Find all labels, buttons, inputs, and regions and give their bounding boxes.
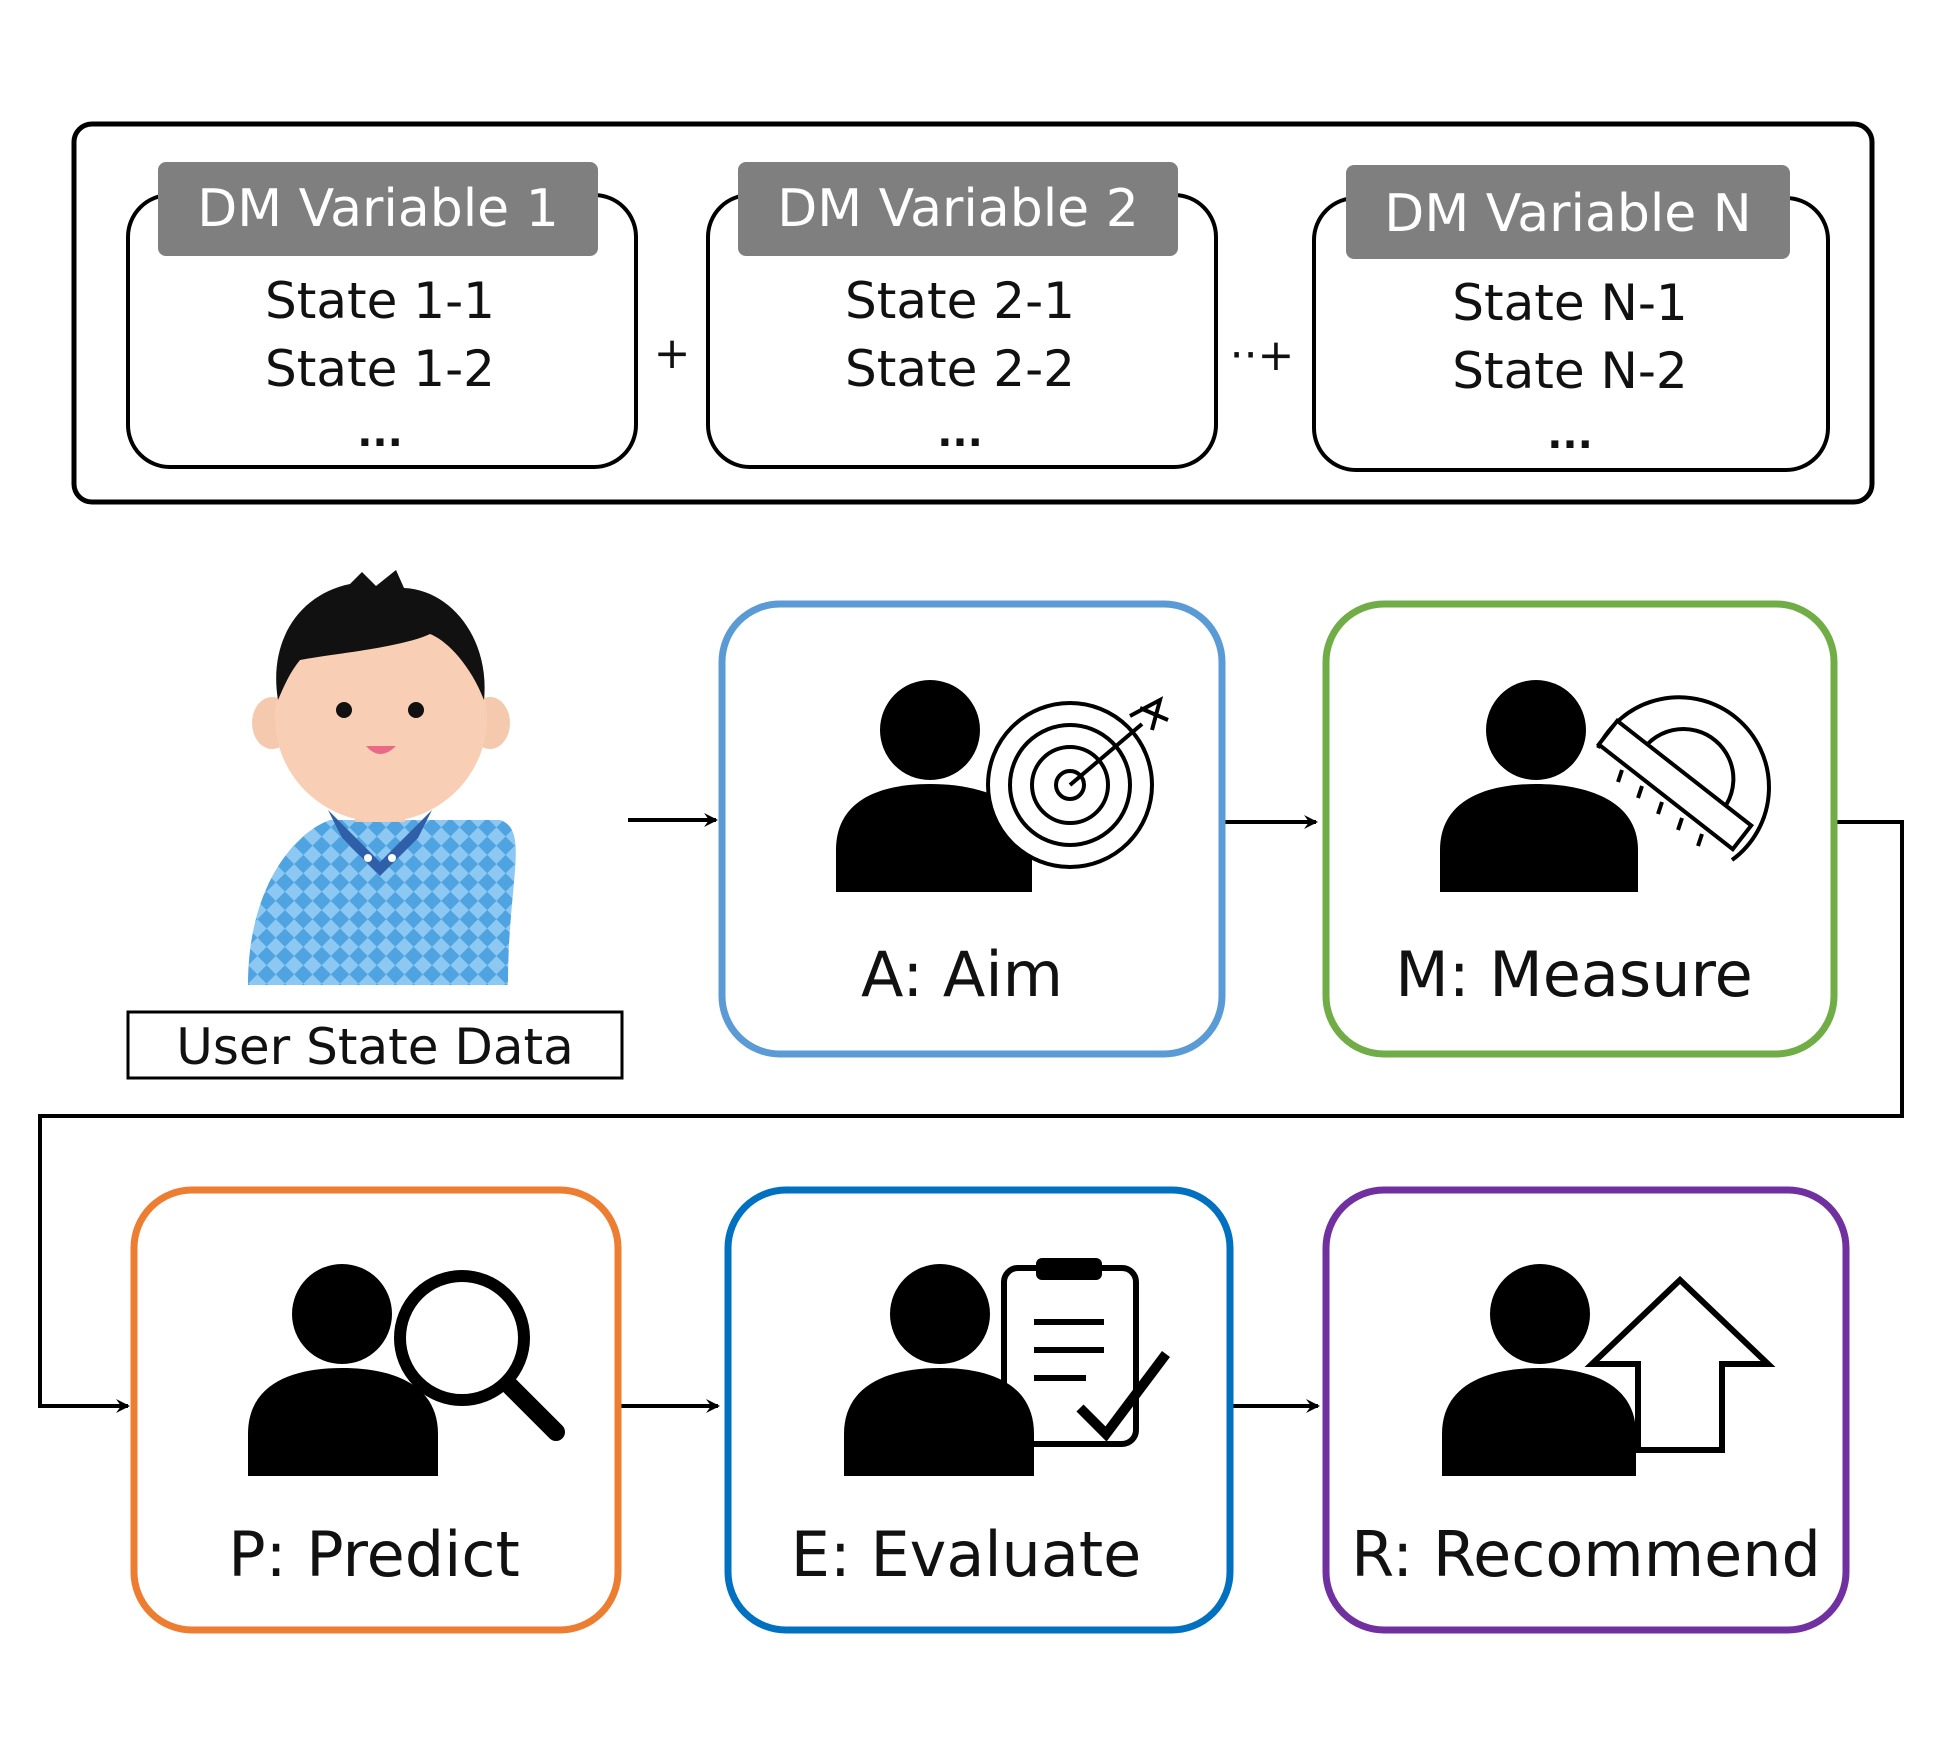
step-predict: P: Predict	[130, 1186, 622, 1634]
variables-container	[71, 121, 1875, 505]
dm-variable-card: DM Variable 2 State 2-1 State 2-2 ...	[706, 162, 1218, 469]
step-label: P: Predict	[228, 1518, 520, 1591]
variable-title: DM Variable 1	[197, 179, 559, 239]
step-aim: A: Aim	[718, 600, 1226, 1058]
more-states: ...	[937, 410, 983, 456]
step-evaluate: E: Evaluate	[724, 1186, 1234, 1634]
variable-header	[738, 162, 1178, 256]
ellipsis-plus-operator: ··+	[1230, 330, 1295, 381]
user-avatar-icon	[248, 570, 516, 985]
person-icon	[836, 680, 1032, 892]
protractor-icon	[1595, 695, 1771, 862]
variable-title: DM Variable N	[1384, 184, 1751, 244]
step-label: E: Evaluate	[791, 1518, 1142, 1591]
user-state-label: User State Data	[176, 1018, 574, 1076]
step-label: A: Aim	[861, 938, 1063, 1011]
step-label: M: Measure	[1395, 938, 1753, 1011]
dm-variable-card: DM Variable 1 State 1-1 State 1-2 ...	[126, 162, 638, 469]
user-label-box	[126, 1010, 624, 1080]
dm-variable-card: DM Variable N State N-1 State N-2 ...	[1312, 165, 1830, 472]
step-recommend: R: Recommend	[1322, 1186, 1850, 1634]
state-item: State N-2	[1452, 342, 1688, 400]
target-icon	[986, 696, 1169, 869]
plus-operator: +	[654, 328, 691, 379]
flow-connectors	[38, 813, 1904, 1413]
person-icon	[1440, 680, 1638, 892]
variable-title: DM Variable 2	[777, 179, 1139, 239]
state-item: State 1-1	[265, 272, 495, 330]
magnifier-icon	[394, 1270, 565, 1441]
clipboard-check-icon	[1001, 1258, 1170, 1447]
up-arrow-icon	[1584, 1275, 1776, 1453]
more-states: ...	[1547, 412, 1593, 458]
variable-header	[1346, 165, 1790, 259]
state-item: State N-1	[1452, 274, 1688, 332]
step-label: R: Recommend	[1351, 1518, 1821, 1591]
state-item: State 2-1	[845, 272, 1075, 330]
more-states: ...	[357, 410, 403, 456]
step-measure: M: Measure	[1322, 600, 1838, 1058]
variable-header	[158, 162, 598, 256]
arrow-measure-to-predict	[38, 820, 1904, 1413]
person-icon	[844, 1264, 1034, 1476]
person-icon	[248, 1264, 438, 1476]
state-item: State 1-2	[265, 340, 495, 398]
state-item: State 2-2	[845, 340, 1075, 398]
person-icon	[1442, 1264, 1636, 1476]
